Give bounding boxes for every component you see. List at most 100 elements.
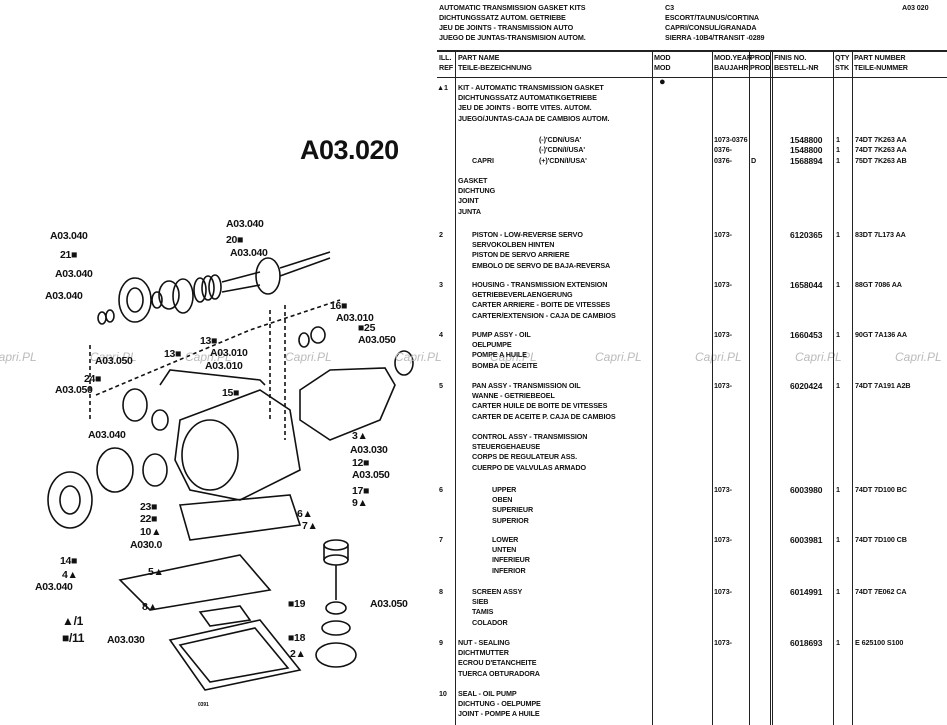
column-header-qty: STK	[835, 63, 850, 72]
watermark: Capri.PL	[395, 350, 442, 364]
callout-label: A03.040	[226, 218, 264, 230]
callout-label: A03.040	[55, 268, 93, 280]
part-name-line: JUNTA	[458, 206, 481, 216]
header-model-line: C3	[665, 3, 674, 12]
variant: (+)'CDN/I/USA'	[539, 156, 587, 165]
watermark: Capri.PL	[595, 350, 642, 364]
callout-label: 4▲	[62, 569, 78, 581]
callout-label: 12■	[352, 457, 370, 469]
mod-year: 1073-	[714, 230, 732, 239]
finis-number: 1568894	[790, 156, 823, 166]
ill-ref: 8	[439, 587, 443, 596]
mod-marker: ●	[659, 76, 666, 88]
part-name-line: SERVOKOLBEN HINTEN	[472, 240, 555, 250]
part-name-line: CARTER ARRIERE - BOITE DE VITESSES	[472, 300, 611, 310]
column-header-ill-ref: REF	[439, 63, 454, 72]
part-name-line: DICHTUNG	[458, 186, 496, 196]
ill-ref: 5	[439, 381, 443, 390]
header-model-line: SIERRA -10B4/TRANSIT -0289	[665, 33, 765, 42]
finis-number: 1548800	[790, 135, 823, 145]
column-divider	[770, 50, 771, 725]
callout-label: 23■	[140, 501, 158, 513]
part-name-line: CORPS DE REGULATEUR ASS.	[472, 452, 578, 462]
callout-label: A03.010	[205, 360, 243, 372]
part-name-line: GETRIEBEVERLAENGERUNG	[472, 290, 573, 300]
callout-label: 8▲	[142, 601, 158, 613]
callout-label: 9▲	[352, 497, 368, 509]
callout-label: A03.030	[107, 634, 145, 646]
part-name-line: COLADOR	[472, 617, 508, 627]
column-header-part-name: PART NAME	[458, 53, 500, 62]
column-header-mod: MOD	[654, 53, 671, 62]
part-name-line: NUT - SEALING	[458, 638, 510, 647]
mod-year: 1073-	[714, 485, 732, 494]
callout-label: A03.010	[210, 347, 248, 359]
callout-label: A03.050	[55, 384, 93, 396]
variant: (-)'CDN/I/USA'	[539, 145, 585, 154]
model-name: CAPRI	[472, 156, 494, 165]
mod-year: 1073-	[714, 587, 732, 596]
column-divider	[852, 50, 853, 725]
watermark: Capri.PL	[185, 350, 232, 364]
column-header-ill-ref: ILL.	[439, 53, 452, 62]
mod-year: 0376-	[714, 156, 732, 165]
ill-ref: 3	[439, 280, 443, 289]
ill-ref: 9	[439, 638, 443, 647]
column-header-mod-year: BAUJAHR	[714, 63, 749, 72]
finis-number: 1548800	[790, 145, 823, 155]
quantity: 1	[836, 145, 840, 154]
callout-label: 24■	[84, 373, 102, 385]
part-number: 83DT 7L173 AA	[855, 230, 906, 239]
callout-label: A03.050	[370, 598, 408, 610]
column-header-part-number: PART NUMBER	[854, 53, 906, 62]
finis-number: 6014991	[790, 587, 823, 597]
callout-label: A030.0	[130, 539, 163, 551]
finis-number: 6018693	[790, 638, 823, 648]
callout-label: 3▲	[352, 430, 368, 442]
part-name-line: POMPE A HUILE	[472, 350, 527, 360]
quantity: 1	[836, 485, 840, 494]
quantity: 1	[836, 330, 840, 339]
watermark: Capri.PL	[90, 350, 137, 364]
part-name-line: UPPER	[492, 485, 517, 494]
column-header-part-name: TEILE-BEZEICHNUNG	[458, 63, 532, 72]
part-number: 75DT 7K263 AB	[855, 156, 907, 165]
header-title-line: JUEGO DE JUNTAS-TRANSMISION AUTOM.	[439, 33, 586, 42]
variant: (-)'CDN/USA'	[539, 135, 582, 144]
quantity: 1	[836, 535, 840, 544]
part-number: 74DT 7K263 AA	[855, 145, 907, 154]
part-name-line: SUPERIOR	[492, 515, 529, 525]
part-name-line: SEAL - OIL PUMP	[458, 689, 517, 698]
column-divider	[749, 50, 750, 725]
callout-label: ■18	[288, 632, 306, 644]
callout-label: A03.040	[88, 429, 126, 441]
callout-label: A03.050	[352, 469, 390, 481]
header-title-line: DICHTUNGSSATZ AUTOM. GETRIEBE	[439, 13, 566, 22]
callout-label: A03.040	[230, 247, 268, 259]
legend-item: ▲/1	[62, 614, 83, 628]
part-name-line: TAMIS	[472, 607, 494, 617]
part-number: 74DT 7E062 CA	[855, 587, 907, 596]
part-name-line: OBEN	[492, 495, 513, 505]
quantity: 1	[836, 156, 840, 165]
finis-number: 6020424	[790, 381, 823, 391]
column-header-prod: PROD	[750, 53, 771, 62]
column-divider	[652, 50, 653, 725]
part-name-line: SCREEN ASSY	[472, 587, 523, 596]
part-name-line: CARTER DE ACEITE P. CAJA DE CAMBIOS	[472, 411, 616, 421]
mod-year: 1073-	[714, 330, 732, 339]
ill-ref: 4	[439, 330, 443, 339]
watermark: Capri.PL	[795, 350, 842, 364]
column-header-part-number: TEILE-NUMMER	[854, 63, 908, 72]
callout-label: 13■	[200, 335, 218, 347]
part-name-line: ECROU D'ETANCHEITE	[458, 658, 537, 668]
part-name-line: CONTROL ASSY - TRANSMISSION	[472, 432, 588, 441]
header-model-line: CAPRI/CONSUL/GRANADA	[665, 23, 757, 32]
quantity: 1	[836, 280, 840, 289]
callout-label: A03.040	[50, 230, 88, 242]
watermark: Capri.PL	[490, 350, 537, 364]
column-header-finis: FINIS NO.	[774, 53, 807, 62]
part-number: 90GT 7A136 AA	[855, 330, 907, 339]
callout-label: 22■	[140, 513, 158, 525]
callout-label: A03.050	[95, 355, 133, 367]
